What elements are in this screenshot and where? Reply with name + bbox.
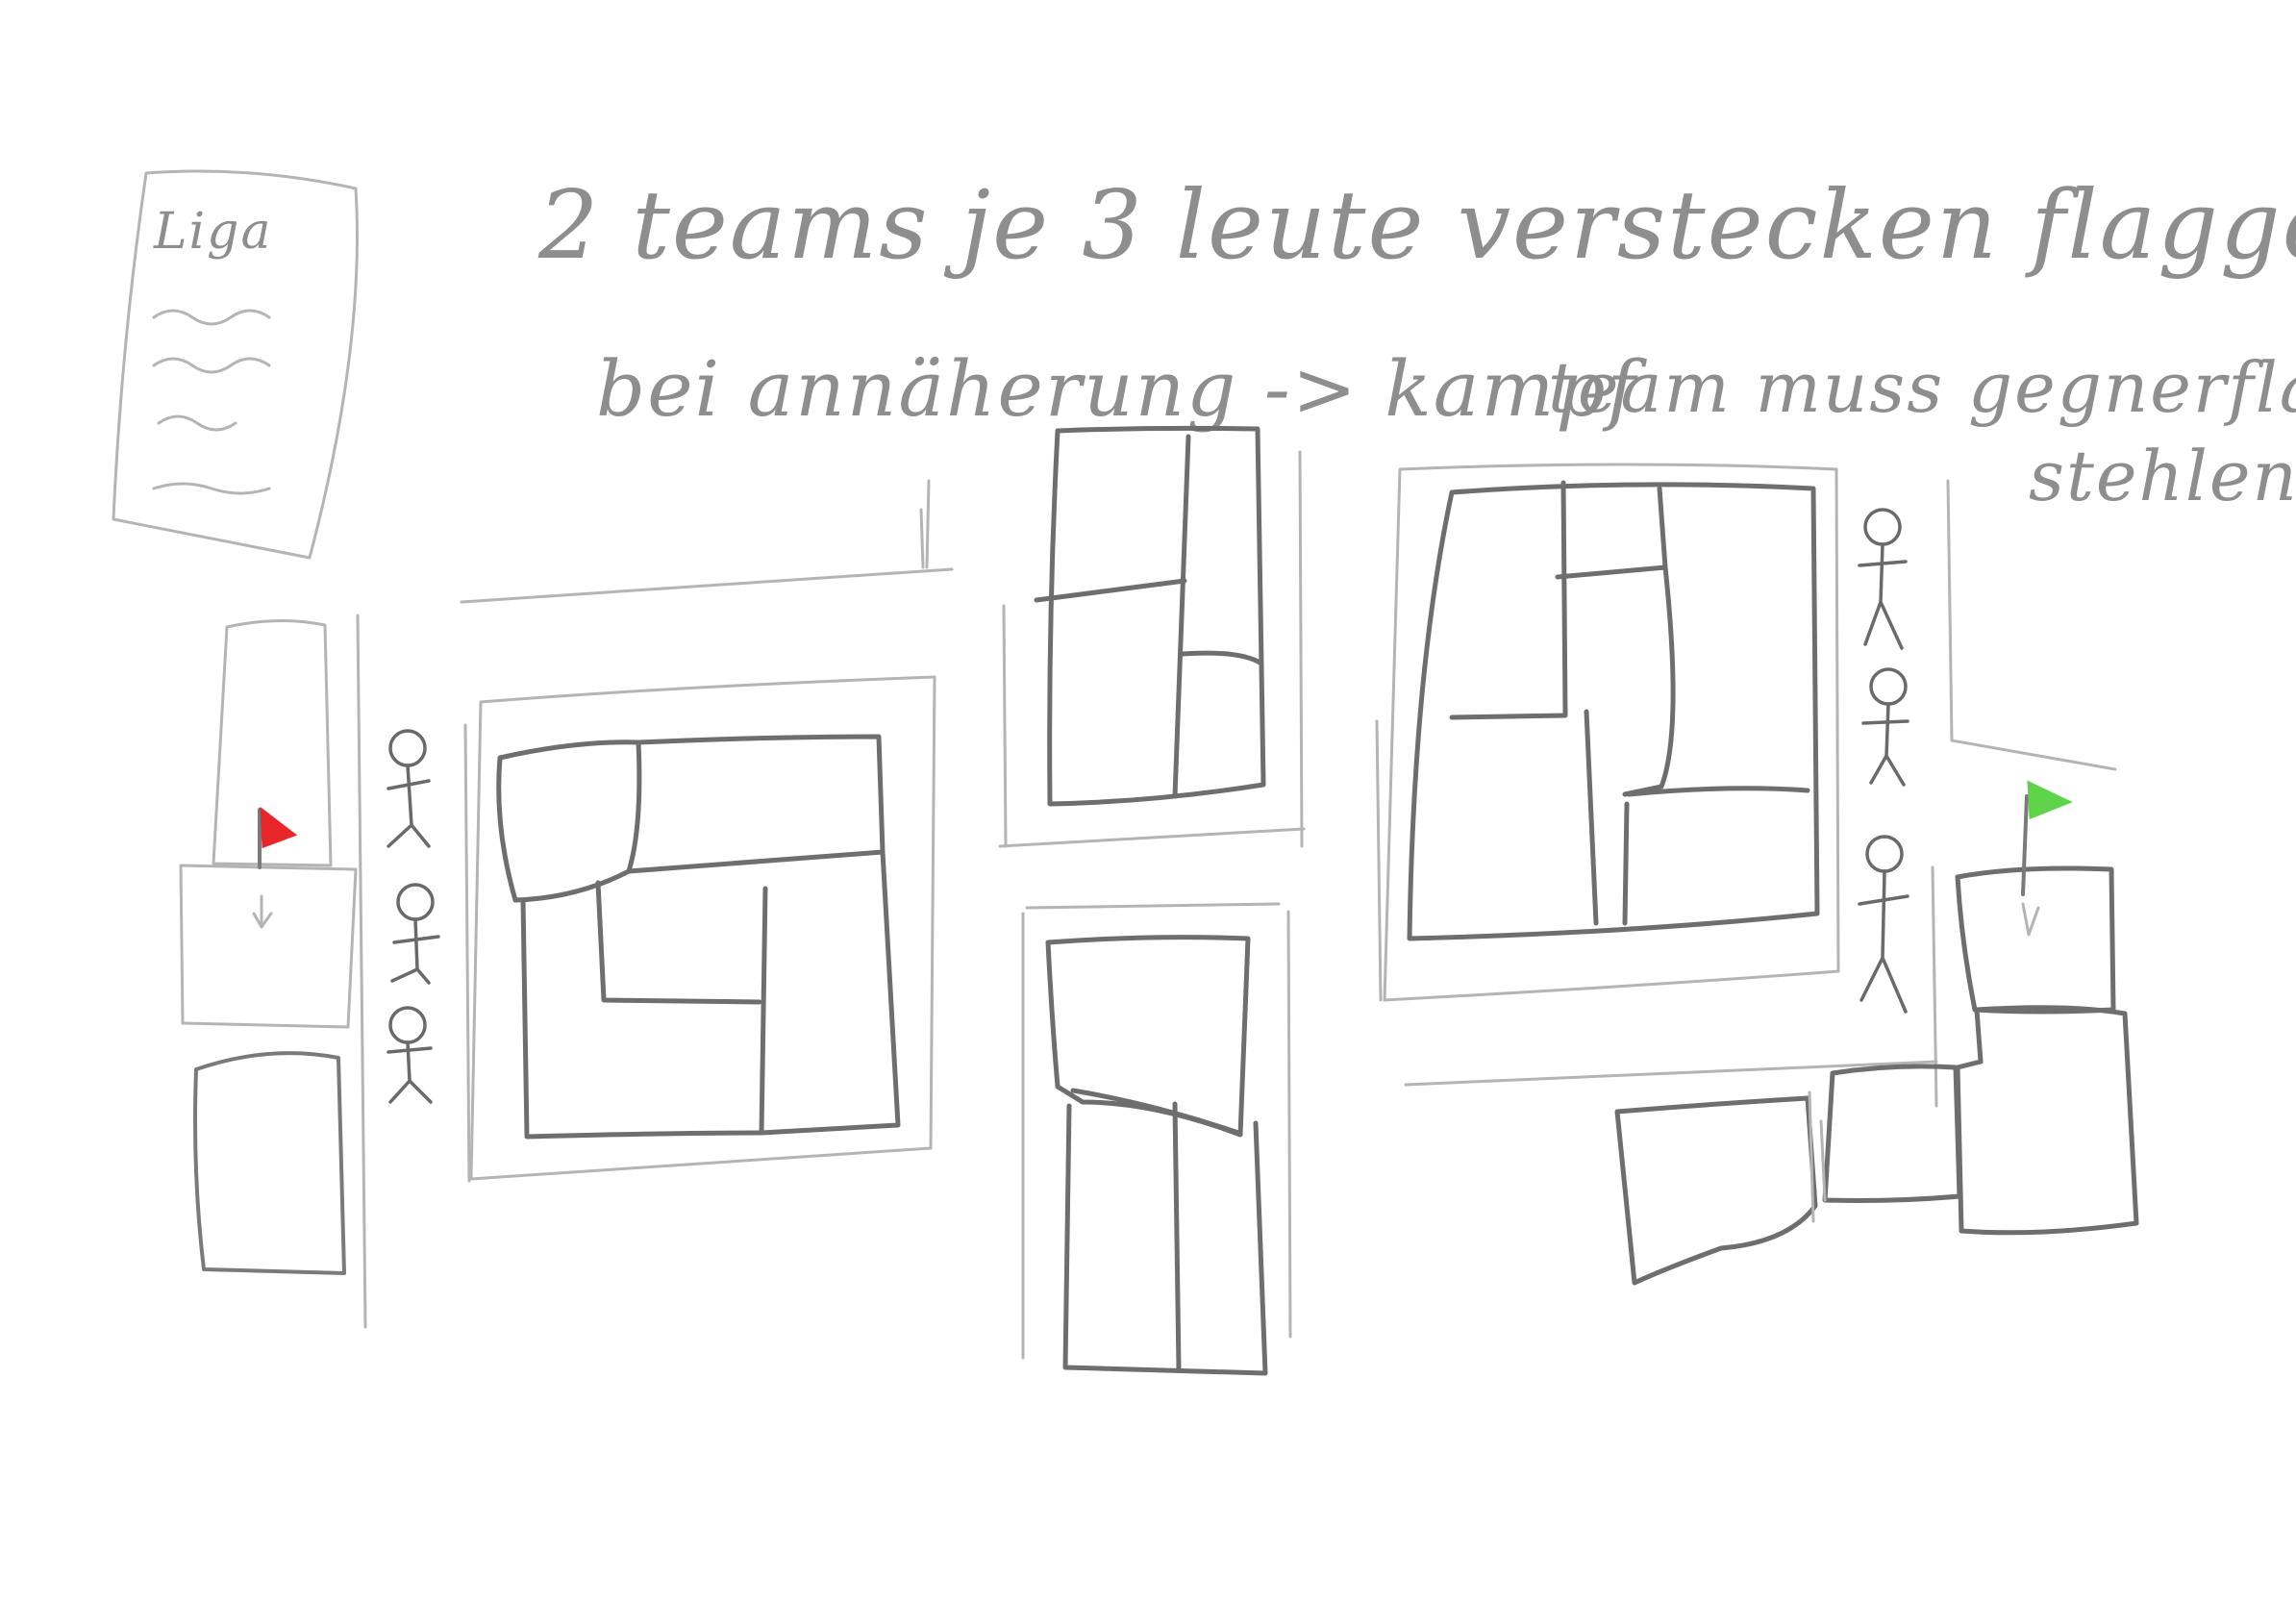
rules-line-2 — [152, 357, 271, 374]
building-middle-bottom — [1021, 902, 1292, 1376]
rules-sheet: Liga — [112, 169, 359, 560]
right-base — [1614, 479, 2139, 1286]
red-flag-cloth — [260, 806, 298, 849]
stick-figure — [1858, 835, 1909, 1014]
stick-figure — [1858, 508, 1908, 650]
rules-sheet-title: Liga — [153, 203, 272, 261]
note-line-2: bei annäherung -> kampf — [596, 344, 1648, 434]
left-base — [179, 614, 367, 1329]
rules-line-4 — [152, 482, 271, 495]
building-middle-top — [998, 425, 1306, 848]
rules-line-1 — [152, 309, 271, 326]
stick-figure — [387, 729, 431, 848]
left-team-figures — [387, 729, 440, 1104]
red-flag — [258, 806, 298, 869]
building-left — [460, 479, 954, 1183]
stick-figure — [390, 883, 440, 985]
note-line-4: stehlen — [2029, 436, 2296, 516]
stick-figure — [1861, 667, 1909, 787]
note-line-3: team muss gegnerflagge — [1548, 347, 2296, 428]
green-flag-cloth — [2027, 780, 2073, 820]
rules-line-3 — [157, 414, 237, 432]
right-team-figures — [1858, 508, 1909, 1014]
note-line-1: 2 teams je 3 leute verstecken flagge — [537, 171, 2296, 281]
stick-figure — [387, 1006, 433, 1104]
building-right — [1375, 463, 1938, 1087]
green-flag — [2021, 780, 2073, 896]
